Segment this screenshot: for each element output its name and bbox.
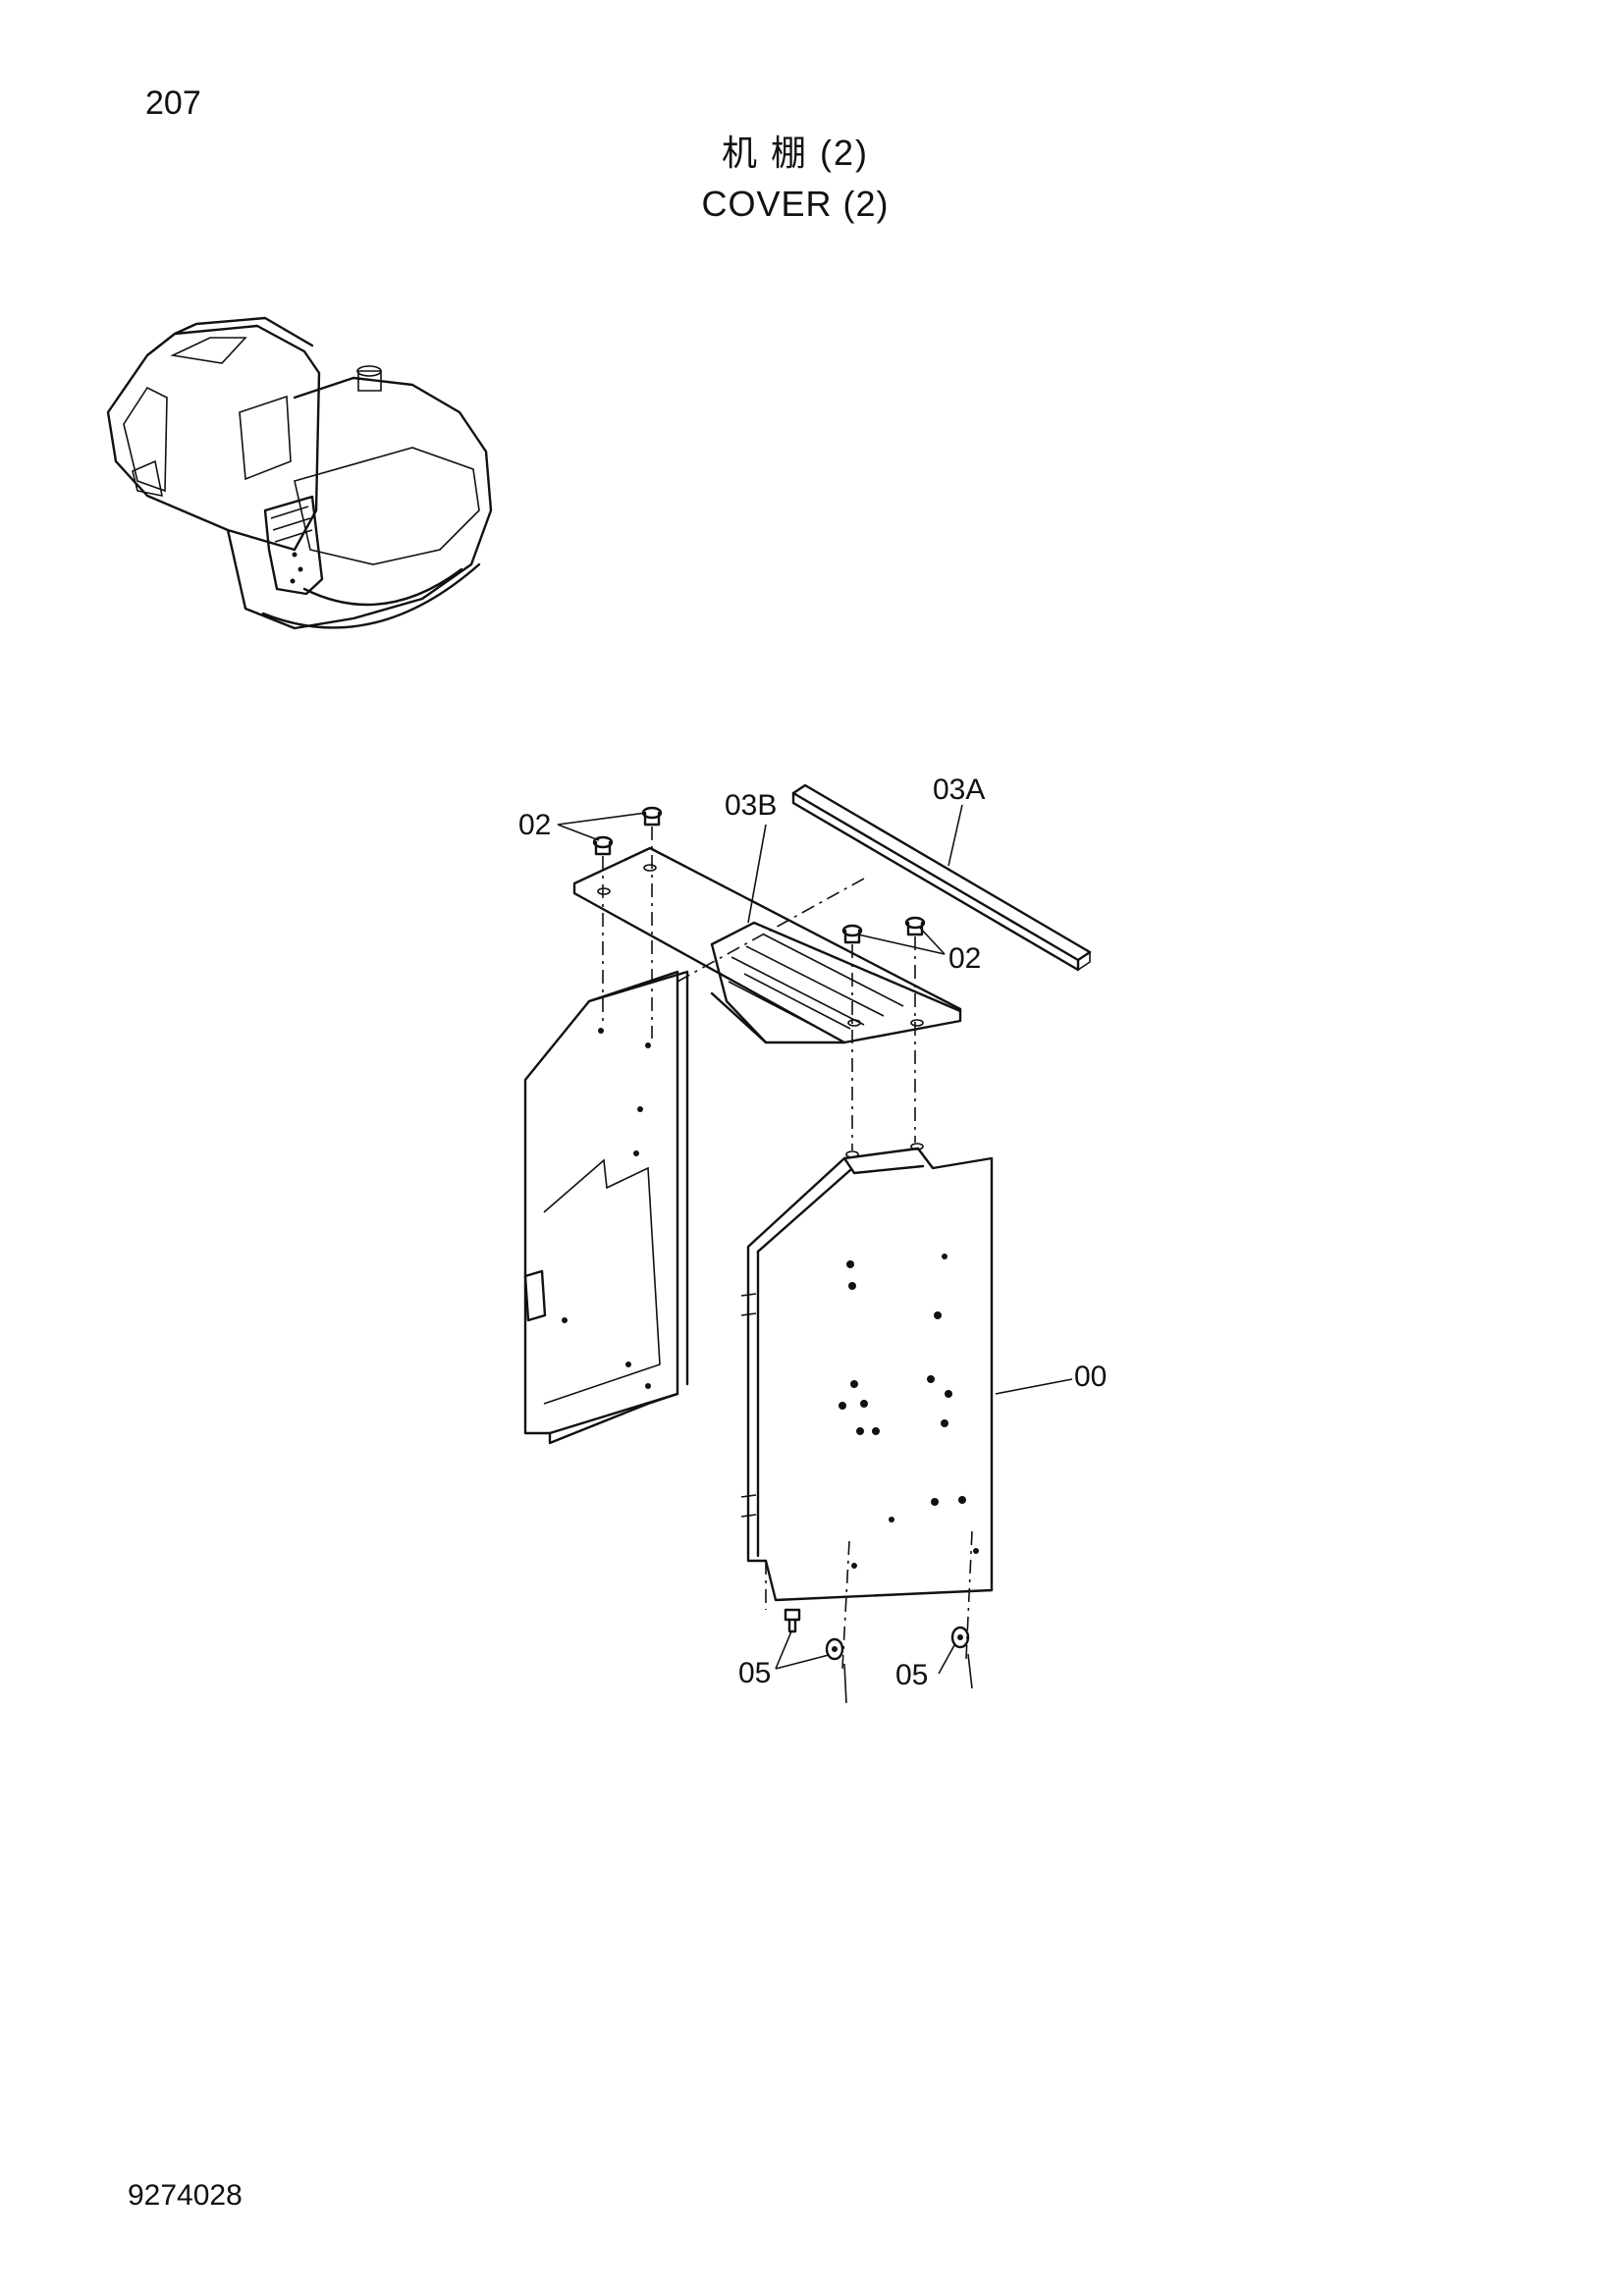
bolt [904, 916, 926, 936]
bolt [641, 806, 663, 827]
title-english: COVER (2) [701, 184, 890, 224]
title-chinese: 机 棚 (2) [721, 133, 869, 173]
document-code: 9274028 [128, 2179, 243, 2212]
excavator-body [106, 316, 493, 630]
bolt [841, 924, 863, 944]
part-03b-top-plate [572, 846, 962, 1044]
callout-00: 00 [1074, 1361, 1108, 1393]
part-02-bolts [592, 806, 926, 944]
bolt [784, 1608, 801, 1633]
part-00-main-cover [740, 1143, 994, 1602]
parts-diagram [523, 783, 1092, 1704]
bolt [950, 1626, 970, 1649]
part-05-bolts [784, 1608, 970, 1661]
left-side-panel [523, 970, 689, 1445]
bolt [825, 1637, 844, 1661]
callout-05-right: 05 [895, 1659, 929, 1691]
part-03a-seal-strip [791, 783, 1092, 972]
leader-lines [557, 804, 1073, 1675]
assembly-lines [602, 827, 973, 1704]
callout-05-left: 05 [738, 1657, 772, 1689]
callout-02-lower: 02 [948, 942, 982, 975]
page-number: 207 [145, 84, 201, 122]
callout-03b: 03B [725, 789, 778, 822]
callout-02-upper: 02 [518, 809, 552, 841]
callout-03a: 03A [933, 774, 986, 806]
